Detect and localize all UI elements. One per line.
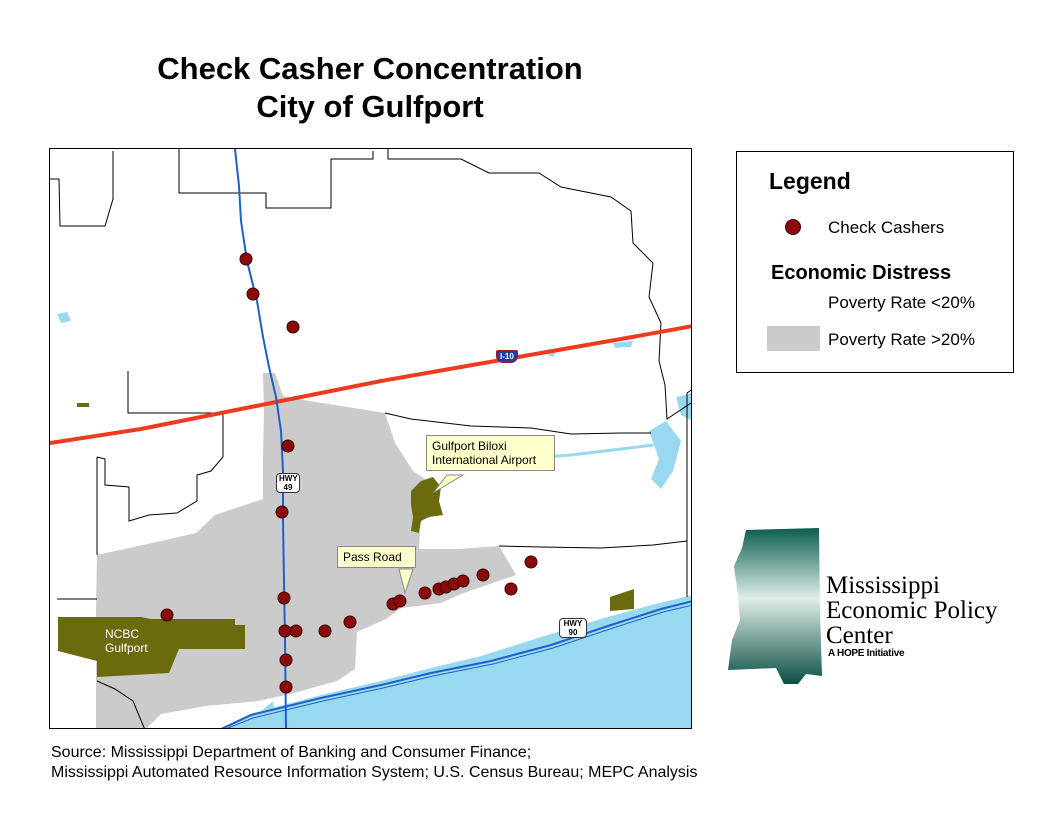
- interstate-10-line: [50, 324, 691, 445]
- airport-label-line-1: Gulfport Biloxi: [432, 439, 507, 453]
- check-casher-marker[interactable]: [281, 439, 295, 453]
- legend-check-cashers-label: Check Cashers: [828, 218, 945, 237]
- source-line-2: Mississippi Automated Resource Informati…: [51, 764, 698, 781]
- legend-box: Legend Check Cashers Economic Distress P…: [736, 151, 1014, 373]
- check-casher-marker[interactable]: [239, 252, 253, 266]
- small-parcel: [610, 589, 634, 611]
- source-line-1: Source: Mississippi Department of Bankin…: [51, 744, 532, 761]
- legend-economic-distress-title: Economic Distress: [771, 262, 952, 284]
- city-boundaries: [50, 149, 691, 728]
- highway-49-line: [234, 149, 287, 728]
- title-line-2: City of Gulfport: [256, 89, 484, 124]
- check-casher-marker[interactable]: [289, 624, 303, 638]
- check-casher-marker[interactable]: [418, 586, 432, 600]
- legend-title: Legend: [769, 168, 851, 194]
- bayou-water-2: [649, 421, 681, 489]
- map-frame[interactable]: Gulfport Biloxi International Airport Pa…: [49, 148, 692, 729]
- ncbc-label: NCBC Gulfport: [100, 624, 164, 658]
- legend-poverty-low-label: Poverty Rate <20%: [828, 293, 975, 312]
- logo-line-2: Economic Policy: [826, 597, 998, 624]
- check-casher-marker[interactable]: [278, 624, 292, 638]
- i10-shield-icon: I-10: [496, 350, 518, 363]
- pass-road-callout-pointer: [398, 568, 414, 595]
- check-casher-marker[interactable]: [393, 594, 407, 608]
- check-casher-marker[interactable]: [476, 568, 490, 582]
- ncbc-gulfport-parcel: [58, 617, 245, 677]
- bayou-water-3: [676, 393, 691, 420]
- check-casher-markers: [160, 252, 538, 694]
- logo-line-1: Mississippi: [826, 572, 940, 599]
- mississippi-state-logo-icon: [728, 528, 822, 684]
- check-casher-marker[interactable]: [504, 582, 518, 596]
- pass-road-label: Pass Road: [337, 546, 416, 568]
- ncbc-label-line-1: NCBC: [105, 627, 140, 641]
- airport-label-line-2: International Airport: [432, 453, 537, 467]
- logo-tagline: A HOPE Initiative: [828, 648, 905, 659]
- check-casher-marker[interactable]: [246, 287, 260, 301]
- legend-poverty-high-label: Poverty Rate >20%: [828, 330, 975, 349]
- check-casher-marker[interactable]: [275, 505, 289, 519]
- hwy-49-shield-icon: HWY 49: [276, 473, 300, 493]
- poverty-high-swatch: [767, 326, 820, 351]
- check-casher-marker[interactable]: [286, 320, 300, 334]
- check-casher-marker[interactable]: [524, 555, 538, 569]
- source-note: Source: Mississippi Department of Bankin…: [51, 743, 697, 783]
- hwy-90-shield-icon: HWY 90: [559, 618, 587, 638]
- check-casher-marker[interactable]: [279, 653, 293, 667]
- check-casher-marker[interactable]: [160, 608, 174, 622]
- title-line-1: Check Casher Concentration: [157, 51, 583, 86]
- check-casher-marker[interactable]: [343, 615, 357, 629]
- pond-water-2: [613, 341, 633, 348]
- pond-water: [57, 312, 71, 323]
- check-casher-marker[interactable]: [318, 624, 332, 638]
- pass-road-label-text: Pass Road: [343, 550, 402, 564]
- inlet-water: [259, 701, 277, 728]
- small-parcel-2: [77, 403, 89, 407]
- airport-callout-pointer: [432, 474, 465, 494]
- airport-label: Gulfport Biloxi International Airport: [426, 435, 555, 471]
- ncbc-label-line-2: Gulfport: [105, 641, 148, 655]
- highway-90-line-2: [226, 604, 691, 728]
- check-casher-marker-icon: [785, 219, 801, 235]
- logo-line-3: Center: [826, 622, 893, 649]
- check-casher-marker[interactable]: [456, 574, 470, 588]
- highway-90-line: [220, 600, 691, 728]
- check-casher-marker[interactable]: [279, 680, 293, 694]
- map-title: Check Casher Concentration City of Gulfp…: [60, 50, 680, 126]
- check-casher-marker[interactable]: [277, 591, 291, 605]
